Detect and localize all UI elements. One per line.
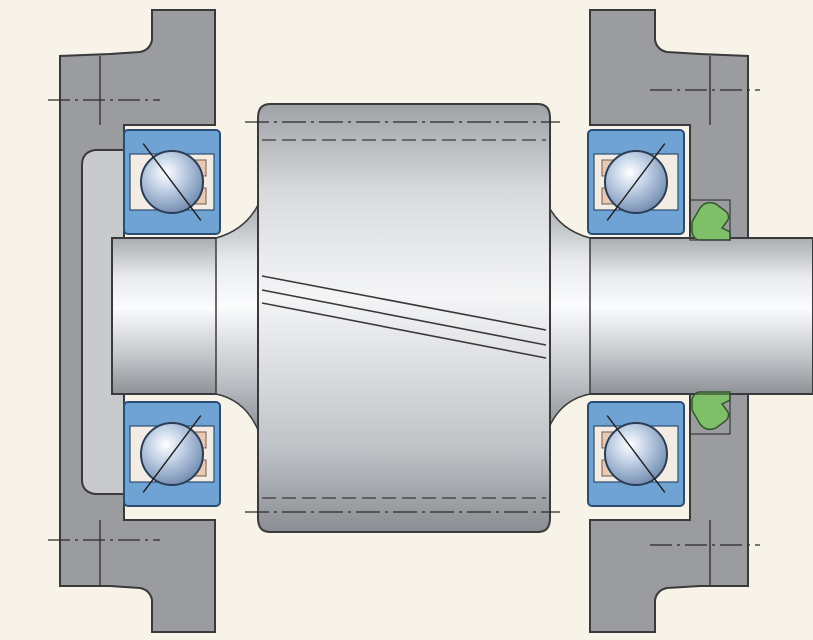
left-housing-inner-recess bbox=[81, 149, 125, 495]
shaft-seal-top bbox=[691, 201, 731, 241]
contact-angle-line bbox=[142, 415, 202, 493]
roller-groove-line bbox=[261, 302, 547, 359]
shaft-fillet-left bbox=[215, 204, 259, 431]
contact-angle-line bbox=[606, 415, 666, 493]
roller-groove-line bbox=[261, 289, 547, 346]
contact-angle-line bbox=[142, 143, 202, 221]
contact-angle-line bbox=[606, 143, 666, 221]
seal-housing-top bbox=[689, 199, 731, 241]
shaft-fillet-right bbox=[547, 204, 591, 431]
seal-housing-bottom bbox=[689, 393, 731, 435]
roller-groove-line bbox=[261, 275, 547, 331]
bearing-group bbox=[123, 129, 685, 507]
right-housing bbox=[589, 9, 749, 633]
